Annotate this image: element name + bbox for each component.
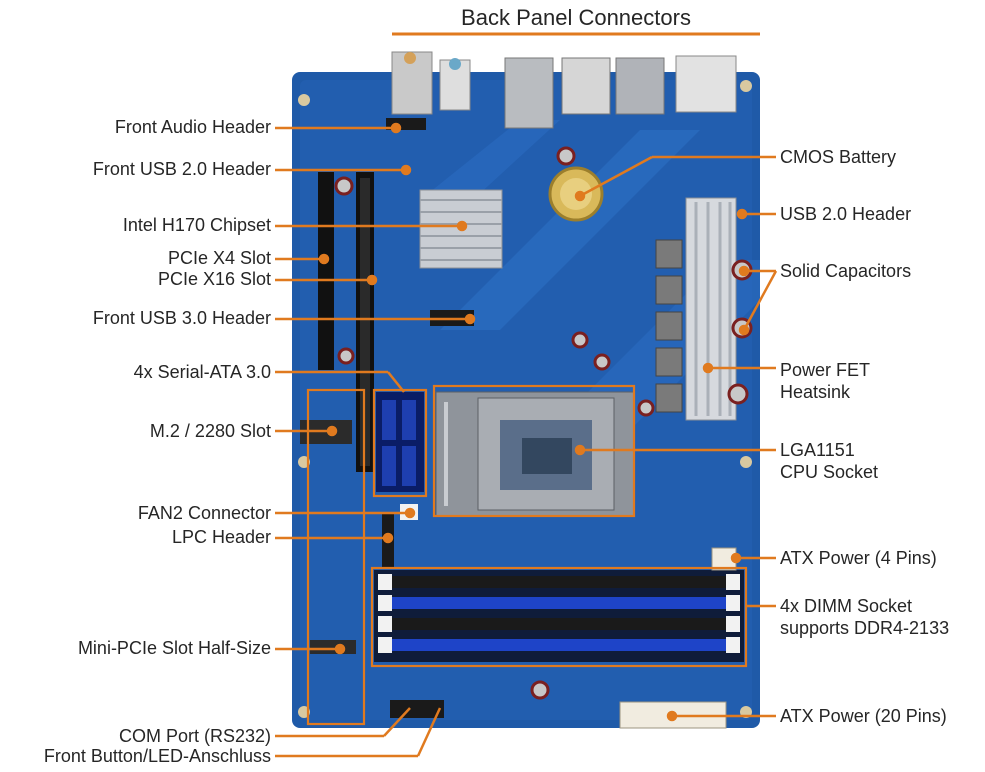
label-atx-power-4pin: ATX Power (4 Pins) (780, 547, 937, 569)
label-line: LGA1151 (780, 440, 855, 460)
highlight-sata (372, 388, 428, 498)
label-intel-h170-chipset: Intel H170 Chipset (122, 215, 271, 235)
label-line: supports DDR4-2133 (780, 618, 950, 638)
label-front-button-led: Front Button/LED-Anschluss (43, 746, 271, 766)
sata-ports (376, 392, 424, 492)
label-m2-slot: M.2 / 2280 Slot (149, 421, 271, 441)
pcb-trace-diagonal (440, 130, 700, 330)
label-fan2-connector: FAN2 Connector (137, 503, 271, 523)
label-power-fet-heatsink: Power FET Heatsink (780, 359, 870, 403)
label-line: Solid Capacitors (780, 261, 912, 281)
label-line: 4x DIMM Socket (780, 596, 913, 616)
label-lga1151-cpu-socket: LGA1151 CPU Socket (780, 439, 878, 483)
label-cmos-battery: CMOS Battery (780, 146, 896, 168)
label-pcie-x4-slot: PCIe X4 Slot (167, 248, 271, 268)
label-lpc-header: LPC Header (171, 527, 271, 547)
label-usb2-header: USB 2.0 Header (780, 203, 911, 225)
label-line: CPU Socket (780, 462, 879, 482)
label-serial-ata: 4x Serial-ATA 3.0 (133, 362, 271, 382)
label-line: Heatsink (780, 382, 851, 402)
label-line: ATX Power (20 Pins) (780, 706, 947, 726)
chokes (655, 239, 683, 413)
highlight-mini-pcie (306, 388, 366, 726)
label-atx-power-20pin: ATX Power (20 Pins) (780, 705, 947, 727)
label-pcie-x16-slot: PCIe X16 Slot (157, 269, 271, 289)
dimm-slots (374, 570, 744, 662)
label-dimm-socket: 4x DIMM Socket supports DDR4-2133 (780, 595, 949, 639)
label-line: Power FET (780, 360, 871, 380)
highlight-dimm (370, 566, 748, 668)
pcie-x4-slot (318, 172, 334, 370)
label-line: ATX Power (4 Pins) (780, 548, 937, 568)
label-front-audio-header: Front Audio Header (114, 117, 271, 137)
back-panel-title: Back Panel Connectors (461, 5, 691, 30)
label-com-port: COM Port (RS232) (118, 726, 271, 746)
label-mini-pcie-slot: Mini-PCIe Slot Half-Size (77, 638, 271, 658)
back-panel-io (391, 51, 737, 129)
label-solid-capacitors: Solid Capacitors (780, 260, 911, 282)
label-front-usb3-header: Front USB 3.0 Header (92, 308, 271, 328)
power-fet-heatsink (685, 197, 737, 421)
label-line: USB 2.0 Header (780, 204, 912, 224)
label-front-usb2-header: Front USB 2.0 Header (92, 159, 271, 179)
mini-pcie-slot (310, 640, 356, 654)
label-line: CMOS Battery (780, 147, 897, 167)
